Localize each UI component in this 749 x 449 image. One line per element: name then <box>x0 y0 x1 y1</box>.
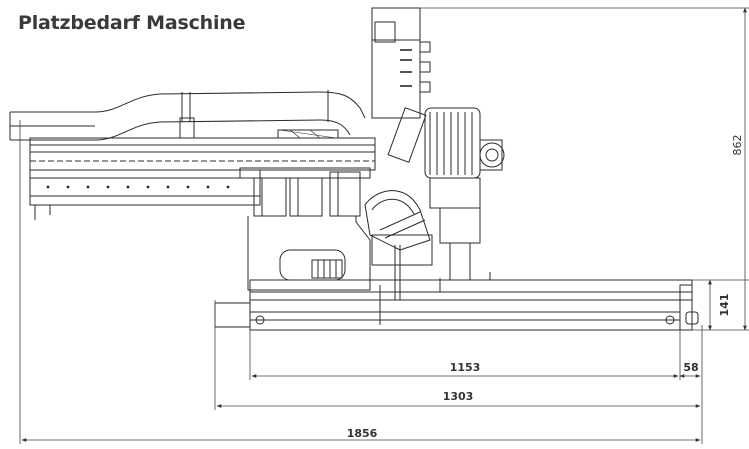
blade-guard <box>364 190 433 300</box>
dim-label-58: 58 <box>683 361 698 374</box>
page-title: Platzbedarf Maschine <box>18 12 246 34</box>
dim-label-1856: 1856 <box>347 427 378 440</box>
dim-label-141: 141 <box>718 294 731 317</box>
upper-beam <box>29 129 376 153</box>
saw-head <box>387 107 505 280</box>
control-column <box>371 7 431 119</box>
clamp-units <box>239 167 371 217</box>
machine-outline <box>9 7 699 331</box>
main-beam <box>29 151 376 220</box>
dim-label-1303: 1303 <box>443 390 474 403</box>
dimension-lines <box>19 7 749 444</box>
lower-housing <box>247 216 371 291</box>
dim-label-862: 862 <box>731 135 744 156</box>
suction-duct <box>9 90 366 141</box>
base-rail <box>214 272 699 331</box>
dim-label-1153: 1153 <box>450 361 481 374</box>
